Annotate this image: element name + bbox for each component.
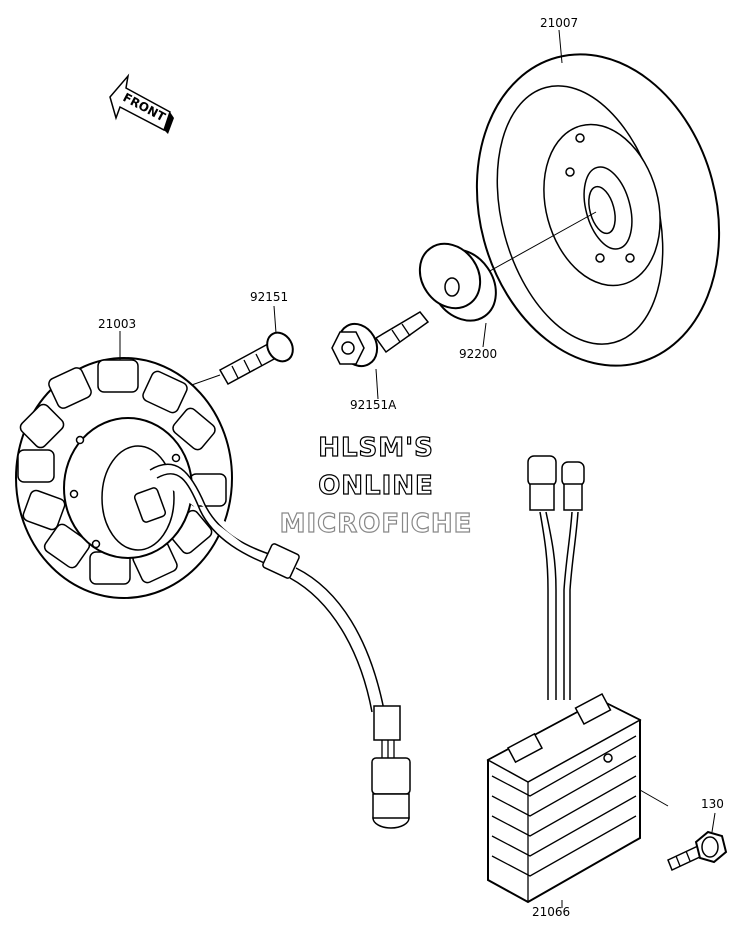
label-92151A: 92151A (350, 398, 397, 412)
regulator-21066[interactable] (486, 455, 642, 904)
label-21066: 21066 (532, 905, 570, 919)
bolt-92151A[interactable] (331, 311, 430, 373)
watermark-line-1: HLSM'S (318, 433, 434, 463)
watermark-line-3: MICROFICHE (280, 509, 473, 539)
watermark: HLSM'S ONLINE MICROFICHE (279, 432, 473, 539)
washer-92200[interactable] (408, 232, 510, 333)
bolt-92151[interactable] (218, 328, 298, 386)
label-21003: 21003 (98, 317, 136, 331)
bolt-130[interactable] (667, 830, 728, 872)
stator-21003[interactable] (15, 357, 411, 829)
label-21007: 21007 (540, 16, 578, 30)
label-92151: 92151 (250, 290, 288, 304)
rotor-21007[interactable] (443, 27, 753, 393)
label-130: 130 (701, 797, 724, 811)
front-arrow: FRONT (109, 73, 174, 134)
watermark-line-2: ONLINE (318, 471, 434, 501)
label-92200: 92200 (459, 347, 497, 361)
